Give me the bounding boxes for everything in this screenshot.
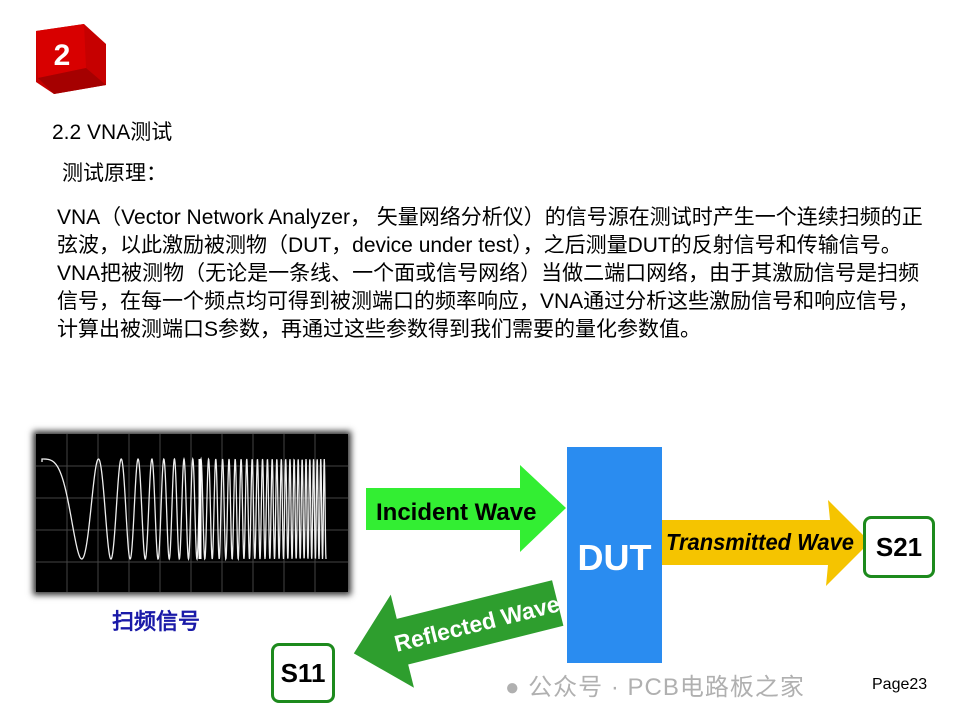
wechat-icon: ● — [505, 674, 521, 701]
transmitted-label: Transmitted Wave — [666, 529, 854, 555]
section-title: 2.2 VNA测试 — [52, 121, 173, 144]
sweep-waveform — [41, 456, 327, 562]
transmitted-arrow: Transmitted Wave — [662, 500, 870, 586]
watermark: ● 公众号 · PCB电路板之家 — [505, 674, 805, 701]
s21-box: S21 — [863, 516, 935, 578]
slide-number-cube-icon: 2 — [36, 24, 106, 94]
incident-arrow: Incident Wave — [366, 465, 566, 552]
wave-diagram: Incident Wave Transmitted Wave Reflected… — [353, 465, 870, 688]
dut-label: DUT — [577, 537, 652, 578]
incident-label: Incident Wave — [376, 499, 536, 526]
reflected-arrow: Reflected Wave — [353, 580, 564, 688]
paragraph: VNA（Vector Network Analyzer， 矢量网络分析仪）的信号… — [57, 206, 923, 257]
subtitle: 测试原理： — [62, 162, 167, 185]
page-number: Page23 — [872, 676, 928, 693]
slide-number: 2 — [54, 39, 71, 72]
dut-block: DUT — [567, 447, 662, 663]
body-text: VNA（Vector Network Analyzer， 矢量网络分析仪）的信号… — [57, 204, 927, 344]
paragraph: VNA把被测物（无论是一条线、一个面或信号网络）当做二端口网络，由于其激励信号是… — [57, 262, 920, 341]
sweep-caption: 扫频信号 — [112, 610, 201, 635]
s11-box: S11 — [271, 643, 335, 703]
sweep-signal-image — [36, 434, 348, 592]
